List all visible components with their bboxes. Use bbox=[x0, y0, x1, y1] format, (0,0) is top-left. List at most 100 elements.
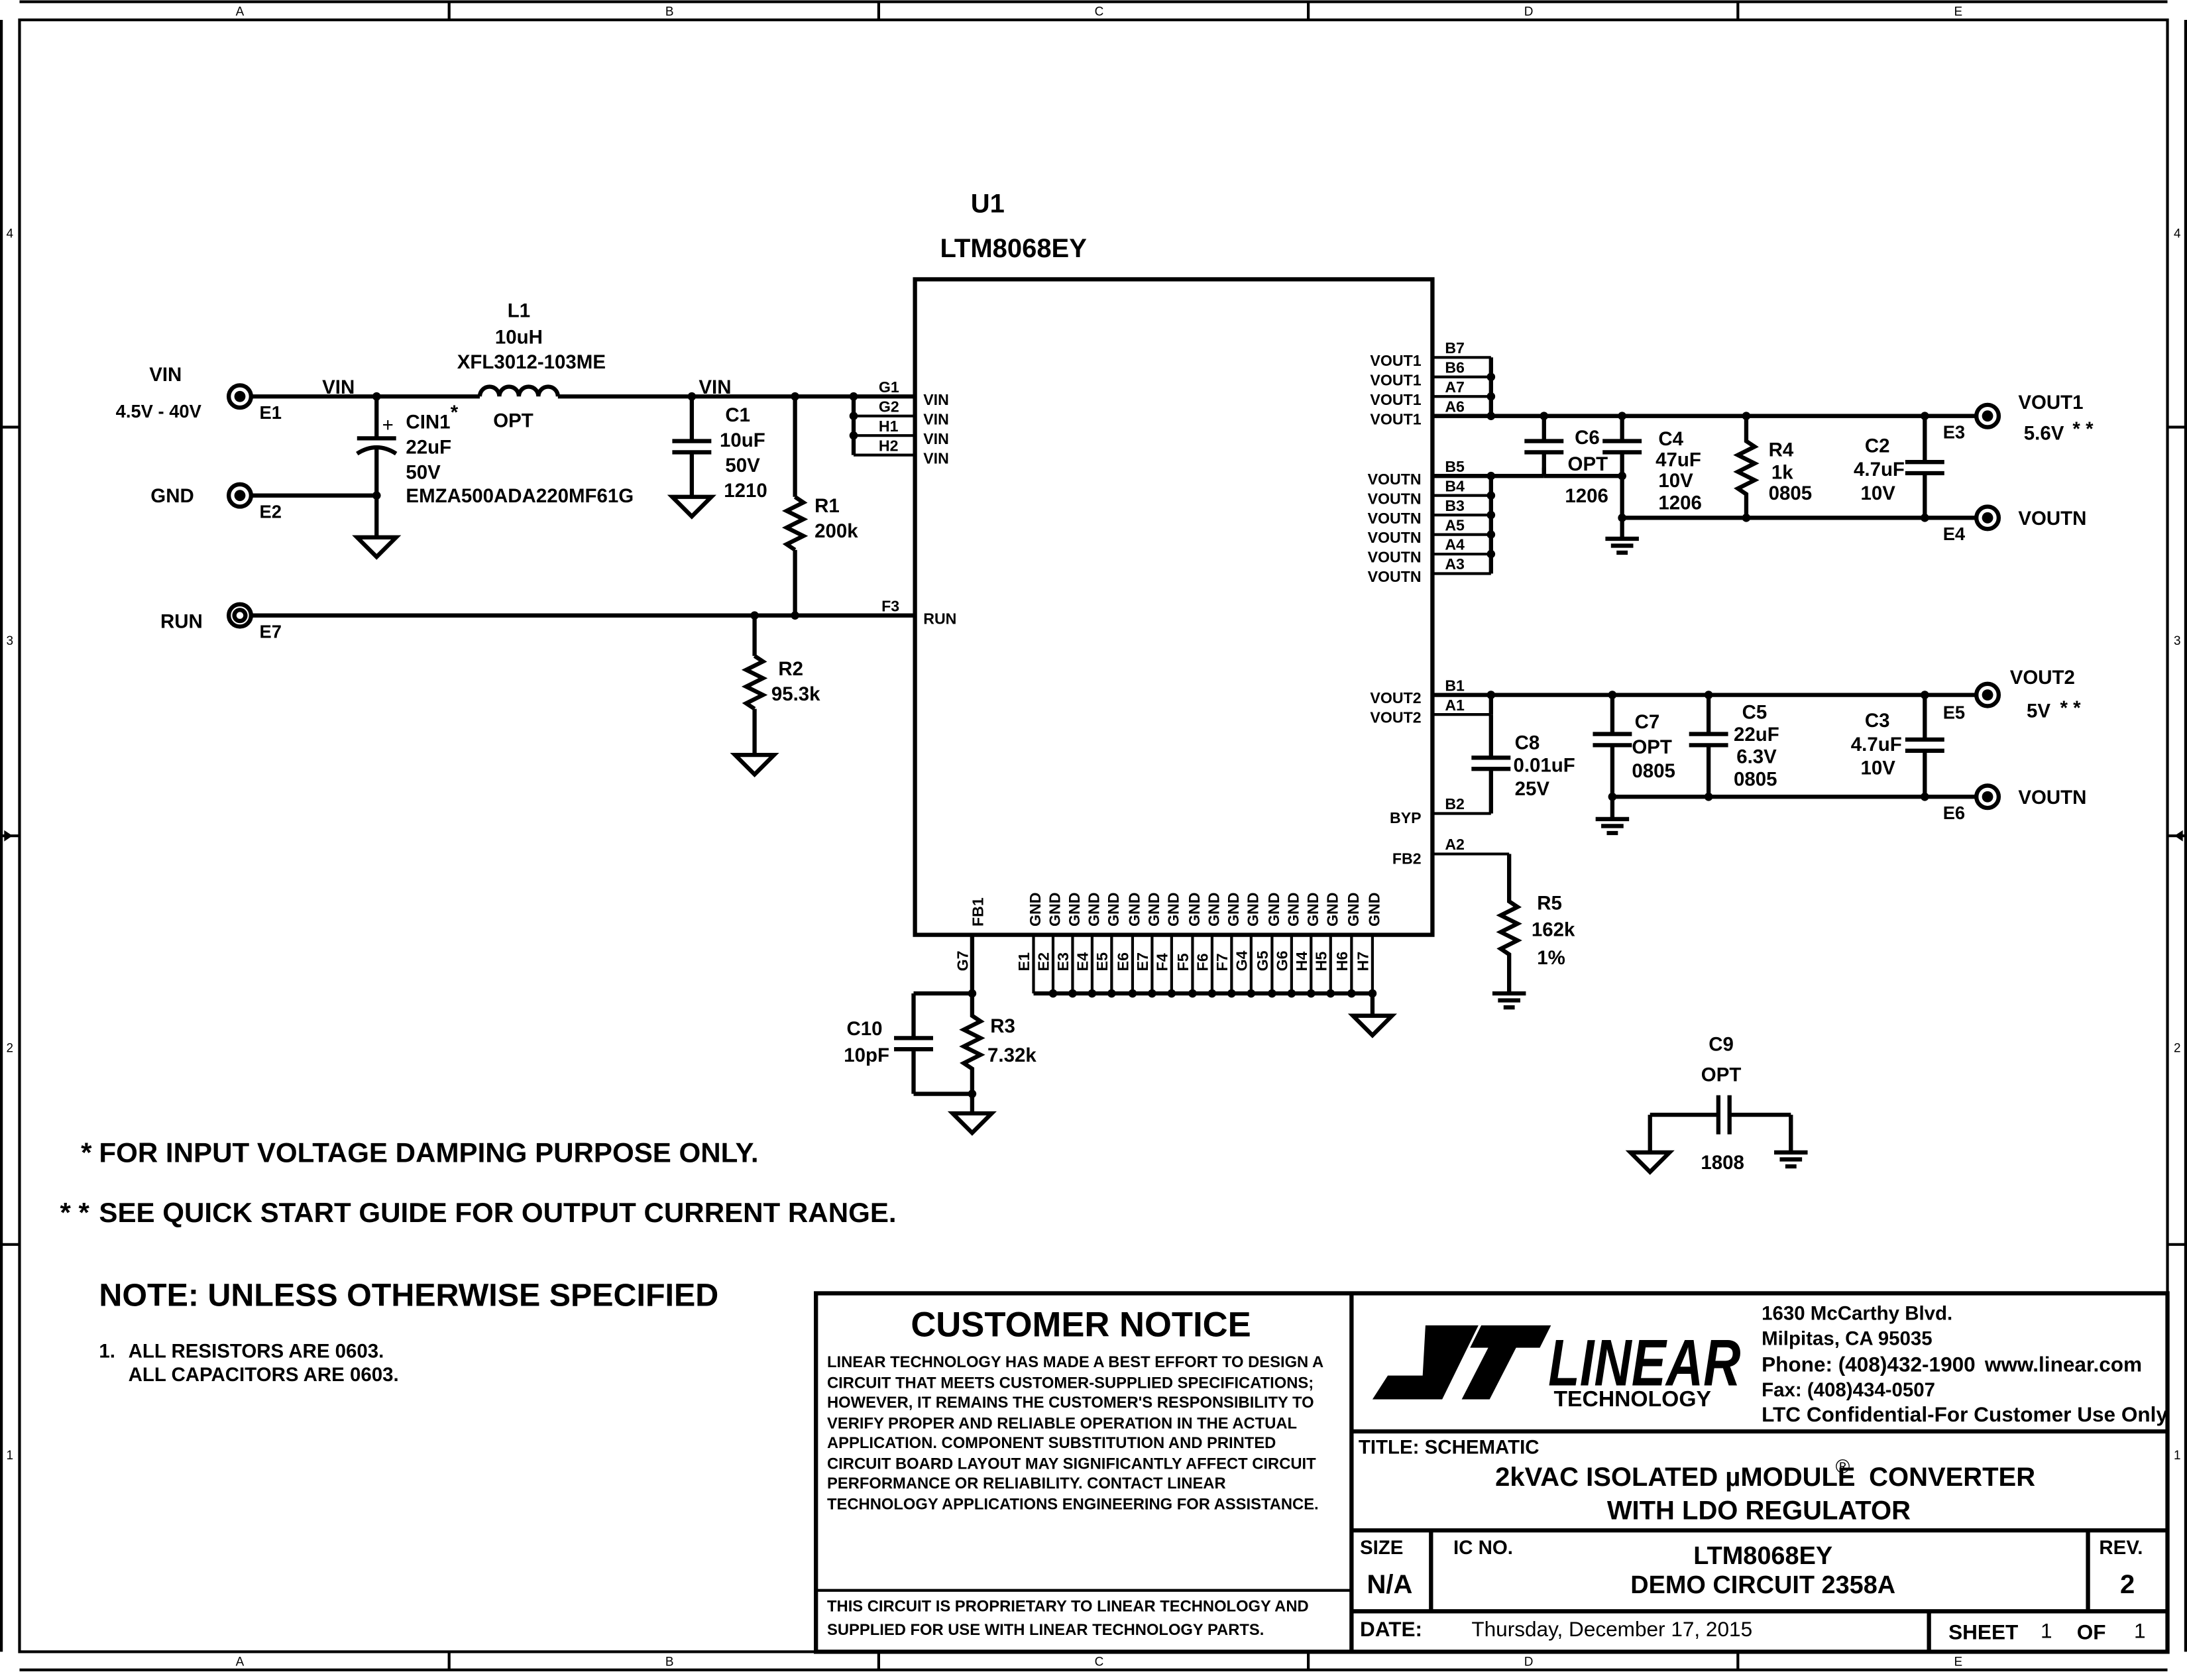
l1-inductor: L1 10uH XFL3012-103ME OPT bbox=[457, 300, 606, 431]
pin-name-voutn-2: VOUTN bbox=[1368, 490, 1422, 507]
c9-ref: C9 bbox=[1709, 1033, 1734, 1055]
gnd-num-e6: E6 bbox=[1115, 952, 1132, 971]
gnd-num-f6: F6 bbox=[1194, 953, 1211, 971]
size-value: N/A bbox=[1367, 1570, 1413, 1599]
pin-name-vin-3: VIN bbox=[923, 430, 949, 447]
u1-module: U1 LTM8068EY G1 G2 H1 H2 VIN VIN VIN VIN… bbox=[849, 189, 1496, 1038]
gnd-name-17: GND bbox=[1345, 893, 1362, 926]
gnd-name-14: GND bbox=[1284, 893, 1302, 926]
col-label-e-bottom: E bbox=[1954, 1655, 1963, 1669]
r5-tolerance: 1% bbox=[1537, 947, 1565, 969]
logo-subtitle: TECHNOLOGY bbox=[1554, 1387, 1711, 1412]
c3-ref: C3 bbox=[1865, 710, 1890, 732]
gnd-num-e4: E4 bbox=[1074, 952, 1092, 971]
gnd-num-g6: G6 bbox=[1274, 950, 1291, 971]
pin-num-b3: B3 bbox=[1445, 497, 1465, 514]
c8-ref: C8 bbox=[1515, 732, 1540, 754]
col-label-e-top: E bbox=[1954, 5, 1963, 19]
pin-name-vout1-1: VOUT1 bbox=[1370, 352, 1421, 369]
notice-line-5: APPLICATION. COMPONENT SUBSTITUTION AND … bbox=[827, 1434, 1276, 1452]
pin-num-a2: A2 bbox=[1445, 836, 1465, 853]
gnd-num-g5: G5 bbox=[1254, 950, 1271, 971]
pin-name-byp: BYP bbox=[1390, 809, 1422, 826]
title-line-1b: CONVERTER bbox=[1869, 1463, 2035, 1492]
c9-capacitor: C9 OPT 1808 bbox=[1625, 1033, 1808, 1175]
e2-ref: E2 bbox=[259, 501, 281, 522]
c4-ref: C4 bbox=[1658, 428, 1683, 450]
r2-ref: R2 bbox=[778, 658, 803, 680]
pin-name-vout1-2: VOUT1 bbox=[1370, 371, 1421, 388]
pin-num-g2: G2 bbox=[879, 398, 899, 415]
cin1-polarity: + bbox=[382, 414, 394, 436]
r3-ref: R3 bbox=[990, 1015, 1015, 1037]
title-line-2: WITH LDO REGULATOR bbox=[1607, 1496, 1911, 1525]
pin-name-vin-4: VIN bbox=[923, 449, 949, 467]
pin-name-voutn-6: VOUTN bbox=[1368, 568, 1422, 585]
title-line-1: 2kVAC ISOLATED µMODULE bbox=[1495, 1463, 1855, 1492]
gnd-num-e3: E3 bbox=[1054, 952, 1072, 971]
c4-voltage: 10V bbox=[1658, 470, 1693, 492]
r1-value: 200k bbox=[814, 520, 858, 542]
e1-net-label: VIN bbox=[149, 364, 182, 386]
sheet-of-label: OF bbox=[2077, 1620, 2106, 1644]
row-label-3-left: 3 bbox=[6, 634, 13, 648]
c5-ref: C5 bbox=[1742, 701, 1767, 723]
r2-value: 95.3k bbox=[771, 683, 820, 705]
l1-value: 10uH bbox=[495, 326, 543, 348]
c1-capacitor: C1 10uF 50V 1210 bbox=[667, 396, 767, 520]
pin-num-b7: B7 bbox=[1445, 339, 1465, 357]
pin-name-voutn-3: VOUTN bbox=[1368, 510, 1422, 527]
notes-resistors: ALL RESISTORS ARE 0603. bbox=[129, 1340, 384, 1362]
l1-opt: OPT bbox=[493, 410, 533, 432]
row-label-2-left: 2 bbox=[6, 1041, 13, 1055]
pin-name-vin-1: VIN bbox=[923, 391, 949, 408]
e4-ref: E4 bbox=[1943, 524, 1966, 544]
vin-net-label-right: VIN bbox=[699, 376, 731, 398]
terminal-e1: VIN 4.5V - 40V E1 bbox=[116, 364, 282, 423]
pin-num-a6: A6 bbox=[1445, 398, 1465, 415]
gnd-name-12: GND bbox=[1244, 893, 1261, 926]
rev-value: 2 bbox=[2120, 1570, 2135, 1599]
c2-voltage: 10V bbox=[1861, 482, 1896, 504]
cin1-voltage: 50V bbox=[406, 461, 441, 483]
cin1-ref: CIN1 bbox=[406, 412, 450, 433]
c2-ref: C2 bbox=[1865, 435, 1890, 457]
pin-num-a1: A1 bbox=[1445, 697, 1465, 714]
pin-num-a3: A3 bbox=[1445, 555, 1465, 573]
ic-number: LTM8068EY bbox=[1693, 1542, 1832, 1570]
r1-ref: R1 bbox=[814, 495, 840, 517]
sheet-total: 1 bbox=[2134, 1618, 2146, 1642]
notes-item-number: 1. bbox=[99, 1340, 115, 1362]
notes-heading: NOTE: UNLESS OTHERWISE SPECIFIED bbox=[99, 1277, 718, 1313]
rev-label: REV. bbox=[2099, 1537, 2143, 1559]
gnd-num-h4: H4 bbox=[1293, 952, 1310, 972]
row-label-3-right: 3 bbox=[2174, 634, 2181, 648]
c4-value: 47uF bbox=[1655, 449, 1701, 471]
l1-ref: L1 bbox=[508, 300, 530, 321]
notes: * FOR INPUT VOLTAGE DAMPING PURPOSE ONLY… bbox=[60, 1137, 896, 1386]
c8-value: 0.01uF bbox=[1513, 754, 1575, 776]
proprietary-line-1: THIS CIRCUIT IS PROPRIETARY TO LINEAR TE… bbox=[827, 1597, 1309, 1615]
col-label-a-bottom: A bbox=[236, 1655, 245, 1669]
gnd-num-g4: G4 bbox=[1233, 950, 1251, 971]
gnd-num-h6: H6 bbox=[1333, 952, 1351, 972]
r5-value: 162k bbox=[1532, 919, 1575, 941]
pin-num-h1: H1 bbox=[879, 418, 899, 435]
r1-resistor: R1 200k bbox=[781, 396, 858, 616]
pin-num-b6: B6 bbox=[1445, 359, 1465, 376]
linear-technology-logo: LINEAR TECHNOLOGY bbox=[1372, 1325, 1741, 1412]
notice-line-4: VERIFY PROPER AND RELIABLE OPERATION IN … bbox=[827, 1415, 1297, 1433]
notice-line-7: PERFORMANCE OR RELIABILITY. CONTACT LINE… bbox=[827, 1475, 1226, 1492]
row-label-2-right: 2 bbox=[2174, 1041, 2181, 1055]
gnd-num-e5: E5 bbox=[1094, 952, 1111, 971]
gnd-num-e7: E7 bbox=[1134, 952, 1151, 971]
c5-value: 22uF bbox=[1734, 724, 1779, 746]
gnd-name-15: GND bbox=[1304, 893, 1321, 926]
gnd-num-h5: H5 bbox=[1312, 952, 1329, 972]
fb1-network: C10 10pF R3 7.32k bbox=[844, 989, 1037, 1136]
note2-text: SEE QUICK START GUIDE FOR OUTPUT CURRENT… bbox=[99, 1197, 896, 1228]
company-confidential: LTC Confidential-For Customer Use Only bbox=[1762, 1402, 2168, 1426]
gnd-name-6: GND bbox=[1125, 893, 1143, 926]
gnd-name-5: GND bbox=[1105, 893, 1122, 926]
gnd-name-18: GND bbox=[1365, 893, 1382, 926]
